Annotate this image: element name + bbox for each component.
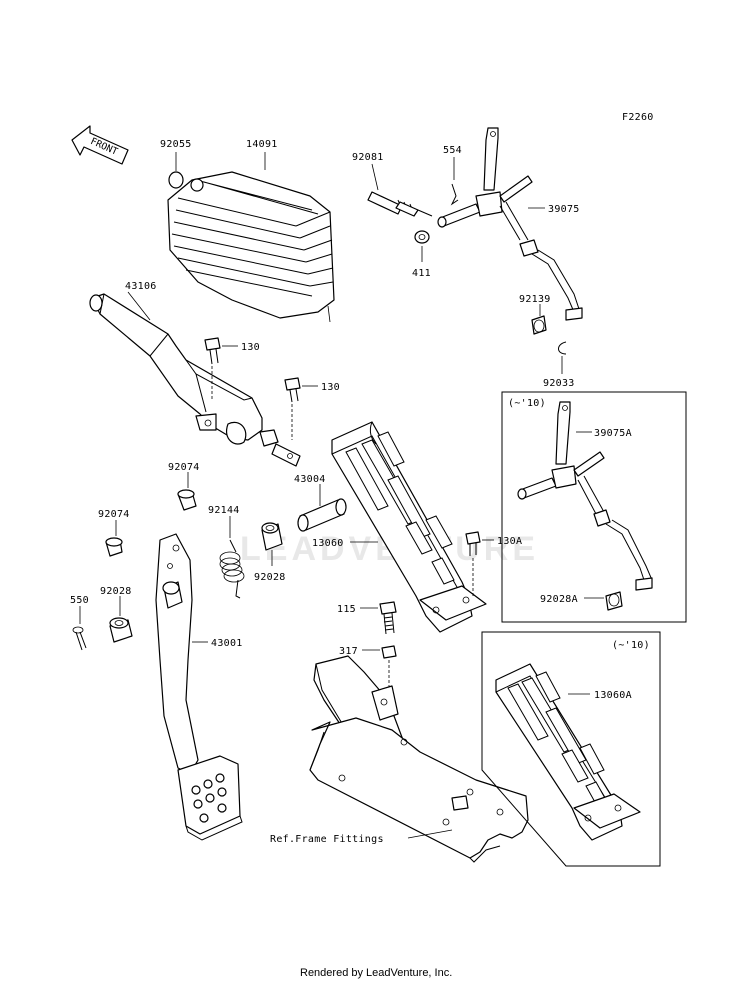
o-ring-92055	[168, 171, 184, 189]
pedal-pad-13060	[331, 421, 487, 633]
nut-317	[381, 645, 397, 700]
bushing-92028-b	[109, 617, 133, 643]
label-554[interactable]: 554	[443, 145, 462, 156]
pedal-pad-13060A	[495, 663, 641, 841]
lever-43106	[89, 293, 301, 467]
label-92144[interactable]: 92144	[208, 505, 240, 516]
label-92074-a[interactable]: 92074	[168, 462, 200, 473]
bolt-130-b	[284, 377, 301, 440]
label-550[interactable]: 550	[70, 595, 89, 606]
label-92028A[interactable]: 92028A	[540, 594, 578, 605]
cotter-pin-550	[72, 626, 87, 651]
label-130-b[interactable]: 130	[321, 382, 340, 393]
bolt-115	[379, 601, 397, 635]
shaft-39075	[437, 127, 583, 321]
pedal-arm-43001	[155, 533, 243, 841]
inset-2-note: (~'10)	[612, 640, 650, 651]
label-43001[interactable]: 43001	[211, 638, 243, 649]
label-130A[interactable]: 130A	[497, 536, 522, 547]
label-130-a[interactable]: 130	[241, 342, 260, 353]
collar-92028A	[605, 591, 623, 611]
label-13060[interactable]: 13060	[312, 538, 344, 549]
label-92028-b[interactable]: 92028	[100, 586, 132, 597]
inset-box-1	[501, 391, 687, 623]
label-14091[interactable]: 14091	[246, 139, 278, 150]
bolt-130A	[465, 531, 481, 596]
label-13060A[interactable]: 13060A	[594, 690, 632, 701]
shaft-39075A	[517, 401, 653, 591]
label-92139[interactable]: 92139	[519, 294, 551, 305]
label-39075[interactable]: 39075	[548, 204, 580, 215]
label-411[interactable]: 411	[412, 268, 431, 279]
label-92033[interactable]: 92033	[543, 378, 575, 389]
label-317[interactable]: 317	[339, 646, 358, 657]
label-115[interactable]: 115	[337, 604, 356, 615]
washer-411	[414, 230, 430, 244]
diagram-code: F2260	[622, 112, 654, 123]
label-92074-b[interactable]: 92074	[98, 509, 130, 520]
bolt-130-a	[204, 337, 221, 400]
bushing-92028-a	[261, 522, 283, 551]
label-ref-frame[interactable]: Ref.Frame Fittings	[270, 834, 384, 845]
label-92028-a[interactable]: 92028	[254, 572, 286, 583]
label-39075A[interactable]: 39075A	[594, 428, 632, 439]
label-92081[interactable]: 92081	[352, 152, 384, 163]
clip-554	[450, 183, 459, 206]
label-43106[interactable]: 43106	[125, 281, 157, 292]
circlip-92033	[558, 341, 567, 355]
label-43004[interactable]: 43004	[294, 474, 326, 485]
pin-43004	[297, 498, 347, 532]
footer-credit: Rendered by LeadVenture, Inc.	[300, 967, 452, 979]
collar-92139	[531, 315, 547, 335]
front-arrow-icon: FRONT	[71, 125, 129, 165]
inset-1-note: (~'10)	[508, 398, 546, 409]
label-92055[interactable]: 92055	[160, 139, 192, 150]
frame-fittings	[309, 655, 529, 863]
spring-92144	[219, 539, 245, 599]
spring-92081	[367, 191, 433, 217]
inset-box-2	[481, 631, 661, 867]
boot-14091	[167, 171, 335, 323]
